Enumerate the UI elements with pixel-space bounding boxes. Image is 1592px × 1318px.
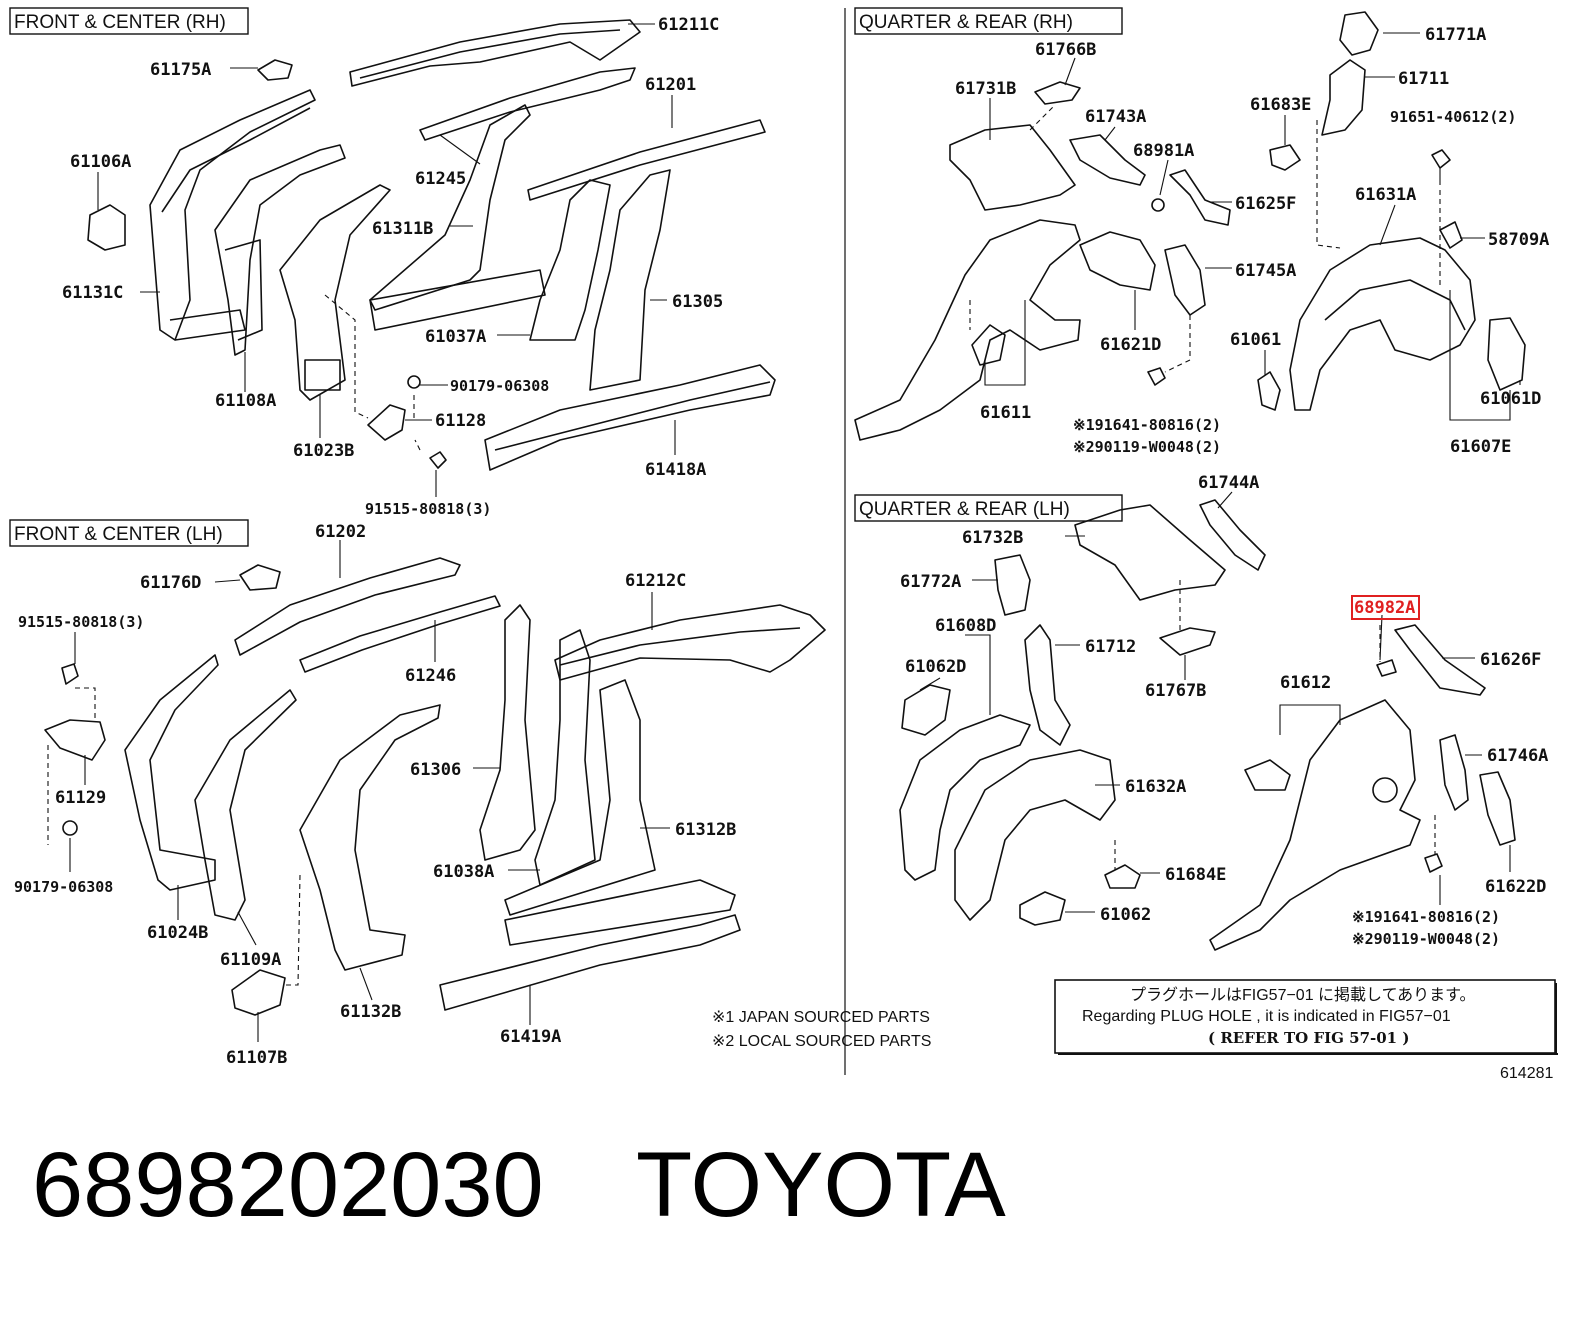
label-61061D: 61061D — [1480, 389, 1541, 409]
highlight-box-68982A — [1351, 595, 1420, 620]
label-61129: 61129 — [55, 788, 106, 808]
quarter-rh-drawings — [854, 11, 1526, 441]
label-61622D: 61622D — [1485, 877, 1546, 897]
label-61246: 61246 — [405, 666, 456, 686]
label-61631A: 61631A — [1355, 185, 1416, 205]
label-61109A: 61109A — [220, 950, 281, 970]
label-68982A: 68982A — [1354, 598, 1415, 618]
label-61128: 61128 — [435, 411, 486, 431]
leader-lines — [69, 23, 1521, 1042]
label-61024B: 61024B — [147, 923, 208, 943]
labels-quarter-lh: 61744A 61732B 61772A 68982A 61608D 61712… — [900, 473, 1548, 948]
svg-text:FRONT & CENTER (LH): FRONT & CENTER (LH) — [14, 524, 223, 545]
label-61175A: 61175A — [150, 60, 211, 80]
label-61626F: 61626F — [1480, 650, 1541, 670]
labels-front-lh: 61202 61176D 61212C 91515-80818(3) 61246… — [14, 522, 736, 1068]
label-61062: 61062 — [1100, 905, 1151, 925]
label-61201: 61201 — [645, 75, 696, 95]
label-61108A: 61108A — [215, 391, 276, 411]
label-61745A: 61745A — [1235, 261, 1296, 281]
label-61023B: 61023B — [293, 441, 354, 461]
figure-number: 614281 — [1500, 1065, 1553, 1082]
label-61744A: 61744A — [1198, 473, 1259, 493]
label-61312B: 61312B — [675, 820, 736, 840]
section-quarter-rh-title: QUARTER & REAR (RH) — [854, 7, 1123, 35]
label-61743A: 61743A — [1085, 107, 1146, 127]
label-61608D: 61608D — [935, 616, 996, 636]
label-61732B: 61732B — [962, 528, 1023, 548]
label-61106A: 61106A — [70, 152, 131, 172]
label-91515-80818-lh: 91515-80818(3) — [18, 613, 144, 631]
label-61625F: 61625F — [1235, 194, 1296, 214]
front-rh-drawings — [87, 19, 776, 471]
label-61131C: 61131C — [62, 283, 123, 303]
note-line-english: Regarding PLUG HOLE , it is indicated in… — [1082, 1008, 1451, 1025]
label-61621D: 61621D — [1100, 335, 1161, 355]
label-61766B: 61766B — [1035, 40, 1096, 60]
label-61771A: 61771A — [1425, 25, 1486, 45]
label-61132B: 61132B — [340, 1002, 401, 1022]
label-91515-80818-rh: 91515-80818(3) — [365, 500, 491, 518]
label-61632A: 61632A — [1125, 777, 1186, 797]
label-61712: 61712 — [1085, 637, 1136, 657]
label-91641-80816-lh: ※191641-80816(2) — [1352, 908, 1500, 926]
label-90179-06308-rh: 90179-06308 — [450, 377, 549, 395]
section-front-lh-title: FRONT & CENTER (LH) — [9, 519, 249, 547]
label-61611: 61611 — [980, 403, 1031, 423]
sourcing-legend: ※1 JAPAN SOURCED PARTS ※2 LOCAL SOURCED … — [712, 1009, 931, 1050]
front-lh-drawings — [44, 557, 826, 1016]
svg-text:QUARTER & REAR (RH): QUARTER & REAR (RH) — [859, 12, 1073, 33]
label-61683E: 61683E — [1250, 95, 1311, 115]
label-61684E: 61684E — [1165, 865, 1226, 885]
label-91651-40612: 91651-40612(2) — [1390, 108, 1516, 126]
label-91641-80816-rh: ※191641-80816(2) — [1073, 416, 1221, 434]
label-58709A: 58709A — [1488, 230, 1549, 250]
label-61202: 61202 — [315, 522, 366, 542]
labels-front-rh: 61211C 61175A 61201 61106A 61245 61311B … — [62, 15, 723, 518]
label-61037A: 61037A — [425, 327, 486, 347]
label-61212C: 61212C — [625, 571, 686, 591]
label-61305: 61305 — [672, 292, 723, 312]
note-line-refer: ( REFER TO FIG 57-01 ) — [1208, 1029, 1409, 1047]
plug-hole-note: プラグホールはFIG57−01 に掲載してあります。 Regarding PLU… — [1054, 979, 1558, 1055]
svg-text:FRONT & CENTER (RH): FRONT & CENTER (RH) — [14, 12, 226, 33]
label-61061: 61061 — [1230, 330, 1281, 350]
label-61711: 61711 — [1398, 69, 1449, 89]
section-front-rh-title: FRONT & CENTER (RH) — [9, 7, 249, 35]
label-68981A: 68981A — [1133, 141, 1194, 161]
label-61746A: 61746A — [1487, 746, 1548, 766]
label-61038A: 61038A — [433, 862, 494, 882]
label-61418A: 61418A — [645, 460, 706, 480]
svg-text:QUARTER & REAR (LH): QUARTER & REAR (LH) — [859, 499, 1070, 520]
part-number-heading: 6898202030 — [32, 1134, 544, 1236]
label-90179-06308-lh: 90179-06308 — [14, 878, 113, 896]
label-61211C: 61211C — [658, 15, 719, 35]
label-61767B: 61767B — [1145, 681, 1206, 701]
label-61419A: 61419A — [500, 1027, 561, 1047]
note-line-japanese: プラグホールはFIG57−01 に掲載してあります。 — [1130, 986, 1476, 1004]
legend-local: ※2 LOCAL SOURCED PARTS — [712, 1033, 931, 1050]
label-61612: 61612 — [1280, 673, 1331, 693]
label-61176D: 61176D — [140, 573, 201, 593]
label-90119-W0048-lh: ※290119-W0048(2) — [1352, 930, 1500, 948]
parts-diagram: FRONT & CENTER (RH) FRONT & CENTER (LH) … — [9, 7, 1558, 1082]
brand-heading: TOYOTA — [636, 1134, 1006, 1236]
label-90119-W0048-rh: ※290119-W0048(2) — [1073, 438, 1221, 456]
label-61062D: 61062D — [905, 657, 966, 677]
section-quarter-lh-title: QUARTER & REAR (LH) — [854, 494, 1123, 522]
label-61772A: 61772A — [900, 572, 961, 592]
label-61311B: 61311B — [372, 219, 433, 239]
legend-japan: ※1 JAPAN SOURCED PARTS — [712, 1009, 930, 1026]
label-61306: 61306 — [410, 760, 461, 780]
label-61607E: 61607E — [1450, 437, 1511, 457]
label-61731B: 61731B — [955, 79, 1016, 99]
quarter-lh-drawings — [899, 499, 1516, 951]
label-61245: 61245 — [415, 169, 466, 189]
labels-quarter-rh: 61766B 61731B 61743A 68981A 61625F 61745… — [955, 25, 1549, 457]
label-61107B: 61107B — [226, 1048, 287, 1068]
